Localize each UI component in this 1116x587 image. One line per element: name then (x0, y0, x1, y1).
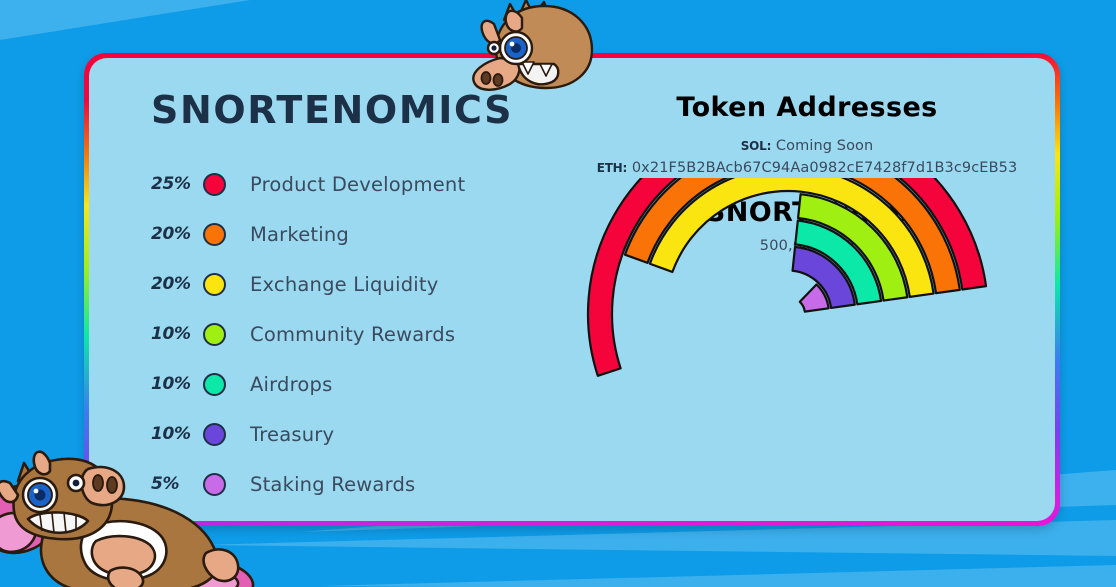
arc-segment[interactable] (796, 193, 909, 302)
arc-segment[interactable] (791, 245, 856, 310)
legend-item-treasury[interactable]: 10% Treasury (151, 409, 559, 459)
legend-percent: 5% (151, 474, 180, 494)
legend-label: Treasury (250, 422, 335, 446)
legend-swatch-icon (203, 222, 226, 246)
legend-swatch-icon (203, 472, 226, 496)
info-column: Token Addresses SOL: Coming Soon ETH: 0x… (559, 58, 1055, 521)
legend-percent: 20% (151, 274, 191, 294)
legend-percent: 20% (151, 224, 191, 244)
legend-label: Community Rewards (250, 322, 456, 346)
arc-segment[interactable] (586, 178, 988, 377)
legend-swatch-icon (203, 172, 226, 196)
legend-percent: 10% (151, 424, 191, 444)
legend-percent: 25% (151, 174, 191, 194)
legend-label: Airdrops (250, 372, 333, 396)
legend-swatch-icon (203, 272, 226, 296)
address-key: SOL: (740, 139, 772, 153)
legend-swatch-icon (203, 372, 226, 396)
address-value: 0x21F5B2BAcb67C94Aa0982cE7428f7d1B3c9cEB… (631, 160, 1018, 177)
arc-segment[interactable] (798, 283, 830, 313)
legend-swatch-icon (203, 422, 226, 446)
legend-item-community-rewards[interactable]: 10% Community Rewards (151, 309, 559, 359)
legend-percent: 10% (151, 374, 191, 394)
address-key: ETH: (596, 161, 628, 176)
legend-label: Staking Rewards (250, 472, 416, 496)
token-address-list: SOL: Coming Soon ETH: 0x21F5B2BAcb67C94A… (559, 135, 1055, 180)
legend-swatch-icon (203, 322, 226, 346)
legend-item-product-development[interactable]: 25% Product Development (151, 159, 559, 209)
legend-label: Marketing (250, 222, 349, 246)
tokenomics-panel: SNORTENOMICS 25% Product Development 20%… (84, 53, 1060, 526)
token-address-row-eth[interactable]: ETH: 0x21F5B2BAcb67C94Aa0982cE7428f7d1B3… (559, 157, 1055, 179)
page-title: SNORTENOMICS (151, 88, 514, 132)
legend-item-airdrops[interactable]: 10% Airdrops (151, 359, 559, 409)
address-value: Coming Soon (775, 138, 874, 154)
legend-column: SNORTENOMICS 25% Product Development 20%… (89, 58, 559, 521)
token-address-row-sol[interactable]: SOL: Coming Soon (559, 135, 1055, 157)
legend-item-exchange-liquidity[interactable]: 20% Exchange Liquidity (151, 259, 559, 309)
legend-item-marketing[interactable]: 20% Marketing (151, 209, 559, 259)
arc-segment[interactable] (794, 219, 883, 306)
arc-segment[interactable] (623, 178, 961, 295)
legend-label: Product Development (250, 172, 466, 196)
token-addresses-heading: Token Addresses (676, 92, 938, 123)
legend-item-staking-rewards[interactable]: 5% Staking Rewards (151, 459, 559, 509)
legend-list: 25% Product Development 20% Marketing 20… (151, 159, 559, 509)
arc-segment[interactable] (648, 178, 935, 298)
legend-label: Exchange Liquidity (250, 272, 439, 296)
legend-percent: 10% (151, 324, 191, 344)
allocation-arc-chart (586, 178, 988, 377)
